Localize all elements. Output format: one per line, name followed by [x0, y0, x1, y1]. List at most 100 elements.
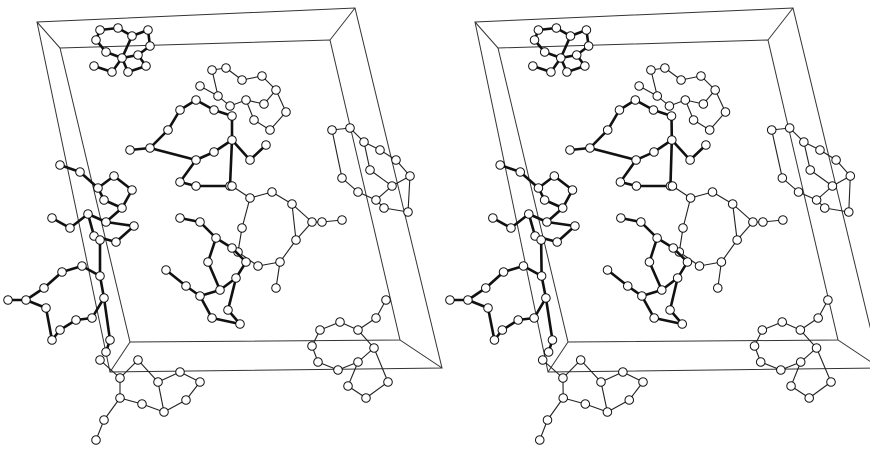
atom-sphere: [95, 235, 105, 245]
atom-sphere: [811, 343, 822, 353]
atom-sphere: [93, 183, 103, 193]
atom-sphere: [786, 381, 796, 391]
atom-sphere: [337, 173, 347, 183]
atom-sphere: [89, 61, 99, 71]
molecule-fragment: [534, 355, 648, 445]
molecule-fragment: [749, 295, 836, 403]
atom-sphere: [175, 367, 185, 377]
atom-sphere: [831, 155, 841, 165]
atom-sphere: [159, 407, 169, 417]
bond: [815, 347, 832, 383]
bond: [291, 203, 297, 241]
atom-sphere: [145, 41, 155, 51]
bond: [600, 381, 608, 413]
atom-sphere: [47, 335, 57, 345]
atom-sphere: [543, 347, 554, 357]
atom-sphere: [109, 171, 119, 181]
bond: [241, 197, 251, 229]
atom-sphere: [21, 295, 31, 305]
atom-sphere: [698, 99, 709, 109]
atom-sphere: [315, 325, 325, 335]
atom-sphere: [359, 137, 369, 147]
atom-sphere: [583, 41, 594, 51]
atom-sphere: [536, 271, 547, 281]
atom-sphere: [793, 187, 804, 197]
atom-sphere: [267, 187, 277, 197]
atom-sphere: [778, 215, 788, 225]
atom-sphere: [83, 209, 93, 219]
atom-sphere: [528, 61, 538, 71]
atom-sphere: [624, 395, 635, 405]
molecule-fragment: [91, 355, 205, 445]
atom-sphere: [463, 295, 473, 305]
atom-sphere: [678, 223, 688, 233]
atom-sphere: [39, 283, 49, 293]
atom-sphere: [667, 181, 678, 191]
atom-sphere: [777, 173, 788, 183]
atom-sphere: [712, 283, 723, 293]
atom-sphere: [175, 213, 185, 223]
atom-sphere: [570, 221, 580, 231]
atom-sphere: [101, 47, 111, 57]
atom-sphere: [55, 160, 65, 170]
atom-sphere: [181, 281, 191, 291]
molecule-fragment: [47, 160, 139, 247]
atom-sphere: [307, 341, 317, 351]
atom-sphere: [261, 140, 271, 150]
atom-sphere: [99, 415, 109, 425]
atom-sphere: [537, 355, 548, 365]
atom-sphere: [133, 50, 143, 60]
atom-sphere: [387, 181, 397, 191]
atom-sphere: [379, 203, 389, 213]
atom-sphere: [307, 217, 317, 227]
atom-sphere: [337, 215, 347, 225]
atom-sphere: [652, 233, 662, 243]
unit-cell-corner-edge: [109, 341, 131, 373]
atom-sphere: [575, 355, 586, 365]
atom-sphere: [602, 265, 613, 275]
atom-sphere: [533, 25, 544, 35]
atom-sphere: [223, 305, 233, 315]
atom-sphere: [811, 195, 822, 205]
atom-sphere: [618, 367, 628, 377]
bond: [148, 146, 198, 162]
atom-sphere: [213, 91, 223, 101]
atom-sphere: [533, 183, 544, 193]
molecule-fragment: [565, 95, 711, 191]
bond: [331, 129, 343, 179]
atom-sphere: [77, 261, 87, 271]
atom-sphere: [211, 233, 221, 243]
atom-sphere: [672, 273, 683, 283]
atom-sphere: [353, 325, 363, 335]
molecule-fragment: [161, 213, 251, 329]
atom-sphere: [333, 365, 343, 375]
atom-sphere: [195, 291, 205, 301]
atom-sphere: [191, 181, 201, 191]
atom-sphere: [227, 111, 237, 121]
atom-sphere: [495, 160, 505, 170]
atom-sphere: [480, 283, 491, 293]
atom-sphere: [656, 285, 667, 295]
atom-sphere: [101, 217, 111, 227]
atom-sphere: [111, 237, 121, 247]
atom-sphere: [694, 261, 705, 271]
atom-sphere: [637, 291, 647, 301]
bond: [226, 276, 238, 312]
atom-sphere: [668, 243, 679, 253]
atom-sphere: [271, 85, 281, 95]
atom-sphere: [221, 63, 231, 73]
atom-sphere: [91, 435, 101, 445]
atom-sphere: [567, 185, 578, 195]
atom-sphere: [546, 67, 556, 77]
atom-sphere: [498, 267, 509, 277]
atom-sphere: [649, 313, 659, 323]
atom-sphere: [552, 237, 562, 247]
atom-sphere: [227, 243, 237, 253]
atom-sphere: [549, 171, 560, 181]
atom-sphere: [227, 135, 237, 145]
atom-sphere: [676, 75, 686, 85]
atom-sphere: [562, 67, 572, 77]
atom-sphere: [191, 155, 201, 165]
atom-sphere: [757, 325, 768, 335]
bond: [682, 197, 692, 229]
